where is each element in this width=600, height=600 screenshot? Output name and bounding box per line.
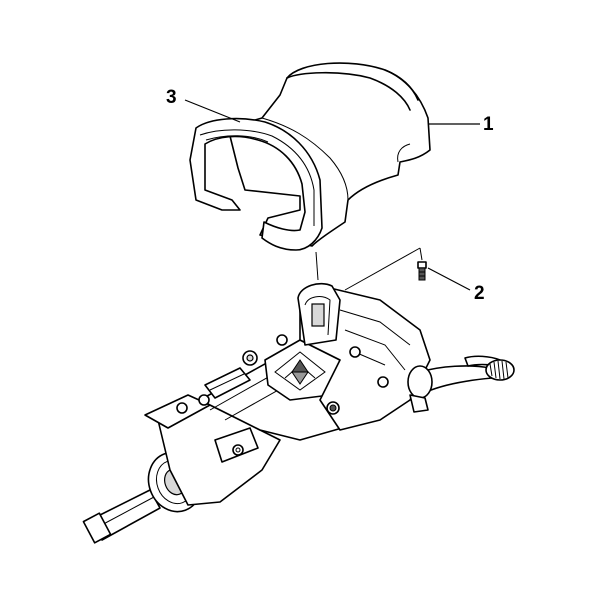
shaft-spline-end [82,512,112,544]
stalk-knob [485,359,515,381]
callout-label-1: 1 [483,114,494,135]
leader-line-2 [427,267,471,291]
callout-label-3: 3 [166,87,177,108]
switch-collar [407,365,433,399]
leader-line-3 [184,99,241,123]
alignment-lines [315,247,423,291]
tilt-lever [204,367,251,399]
steering-column-assembly [82,282,515,544]
callout-label-2: 2 [474,283,485,304]
screw [417,261,427,281]
upper-shroud [189,62,431,251]
